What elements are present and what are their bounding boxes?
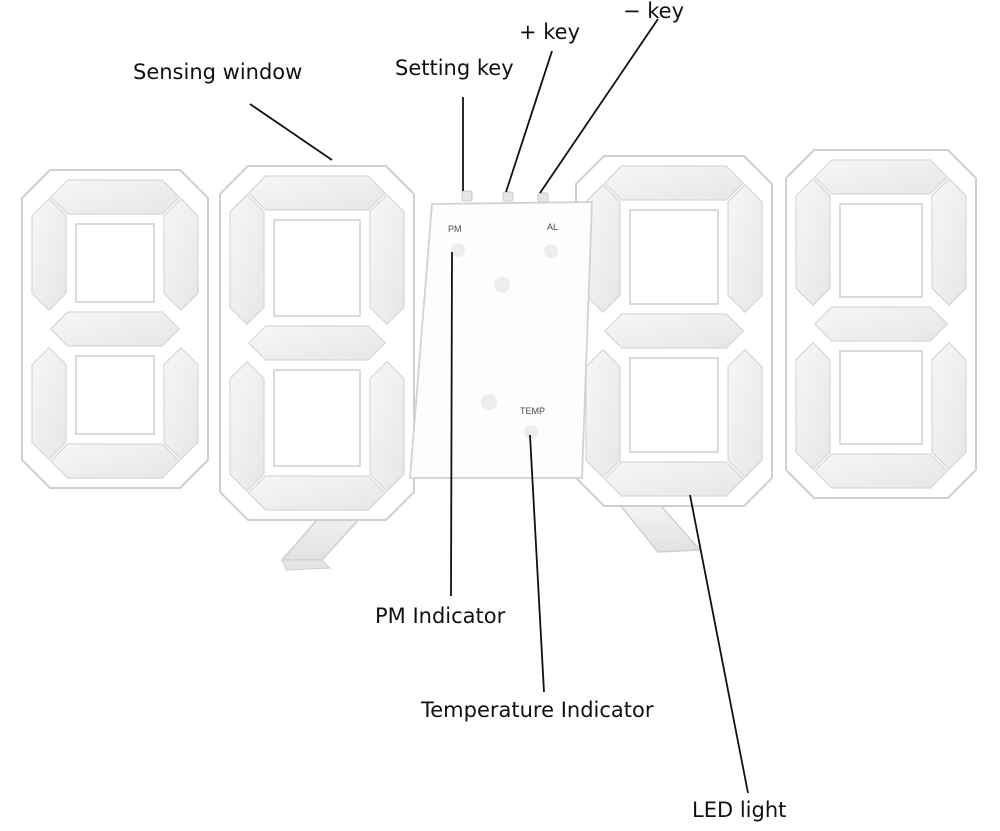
plus-key-button[interactable] — [502, 191, 514, 202]
setting-key-label: Setting key — [395, 56, 514, 80]
leader-led-light — [689, 494, 749, 794]
leader-minus-key — [539, 18, 659, 194]
leader-pm-indicator — [450, 251, 453, 597]
sensing-window-label: Sensing window — [133, 60, 303, 84]
colon-dot-upper — [494, 277, 510, 293]
temp-dot — [524, 425, 538, 439]
pm-indicator-label: PM Indicator — [375, 604, 506, 628]
led-digit-4 — [785, 149, 977, 499]
minus-key-button[interactable] — [537, 192, 549, 203]
led-digit-1 — [21, 169, 209, 489]
leader-plus-key — [505, 50, 553, 193]
setting-key-button[interactable] — [461, 190, 473, 202]
led-digit-3 — [575, 155, 773, 507]
leader-sensing-window — [249, 103, 333, 161]
temperature-indicator-label: Temperature Indicator — [421, 698, 654, 722]
leader-lines — [249, 18, 749, 794]
pm-label: PM — [448, 224, 462, 234]
plus-key-label: + key — [519, 20, 581, 44]
leader-temperature-indicator — [529, 434, 545, 693]
pm-dot — [451, 243, 465, 257]
temp-label: TEMP — [520, 406, 545, 416]
led-digit-2 — [219, 165, 415, 521]
al-label: AL — [547, 222, 558, 232]
al-dot — [544, 244, 558, 258]
led-light-label: LED light — [692, 798, 787, 822]
center-panel: PM AL TEMP — [409, 190, 593, 479]
minus-key-label: − key — [623, 0, 685, 23]
colon-dot-lower — [481, 394, 497, 410]
